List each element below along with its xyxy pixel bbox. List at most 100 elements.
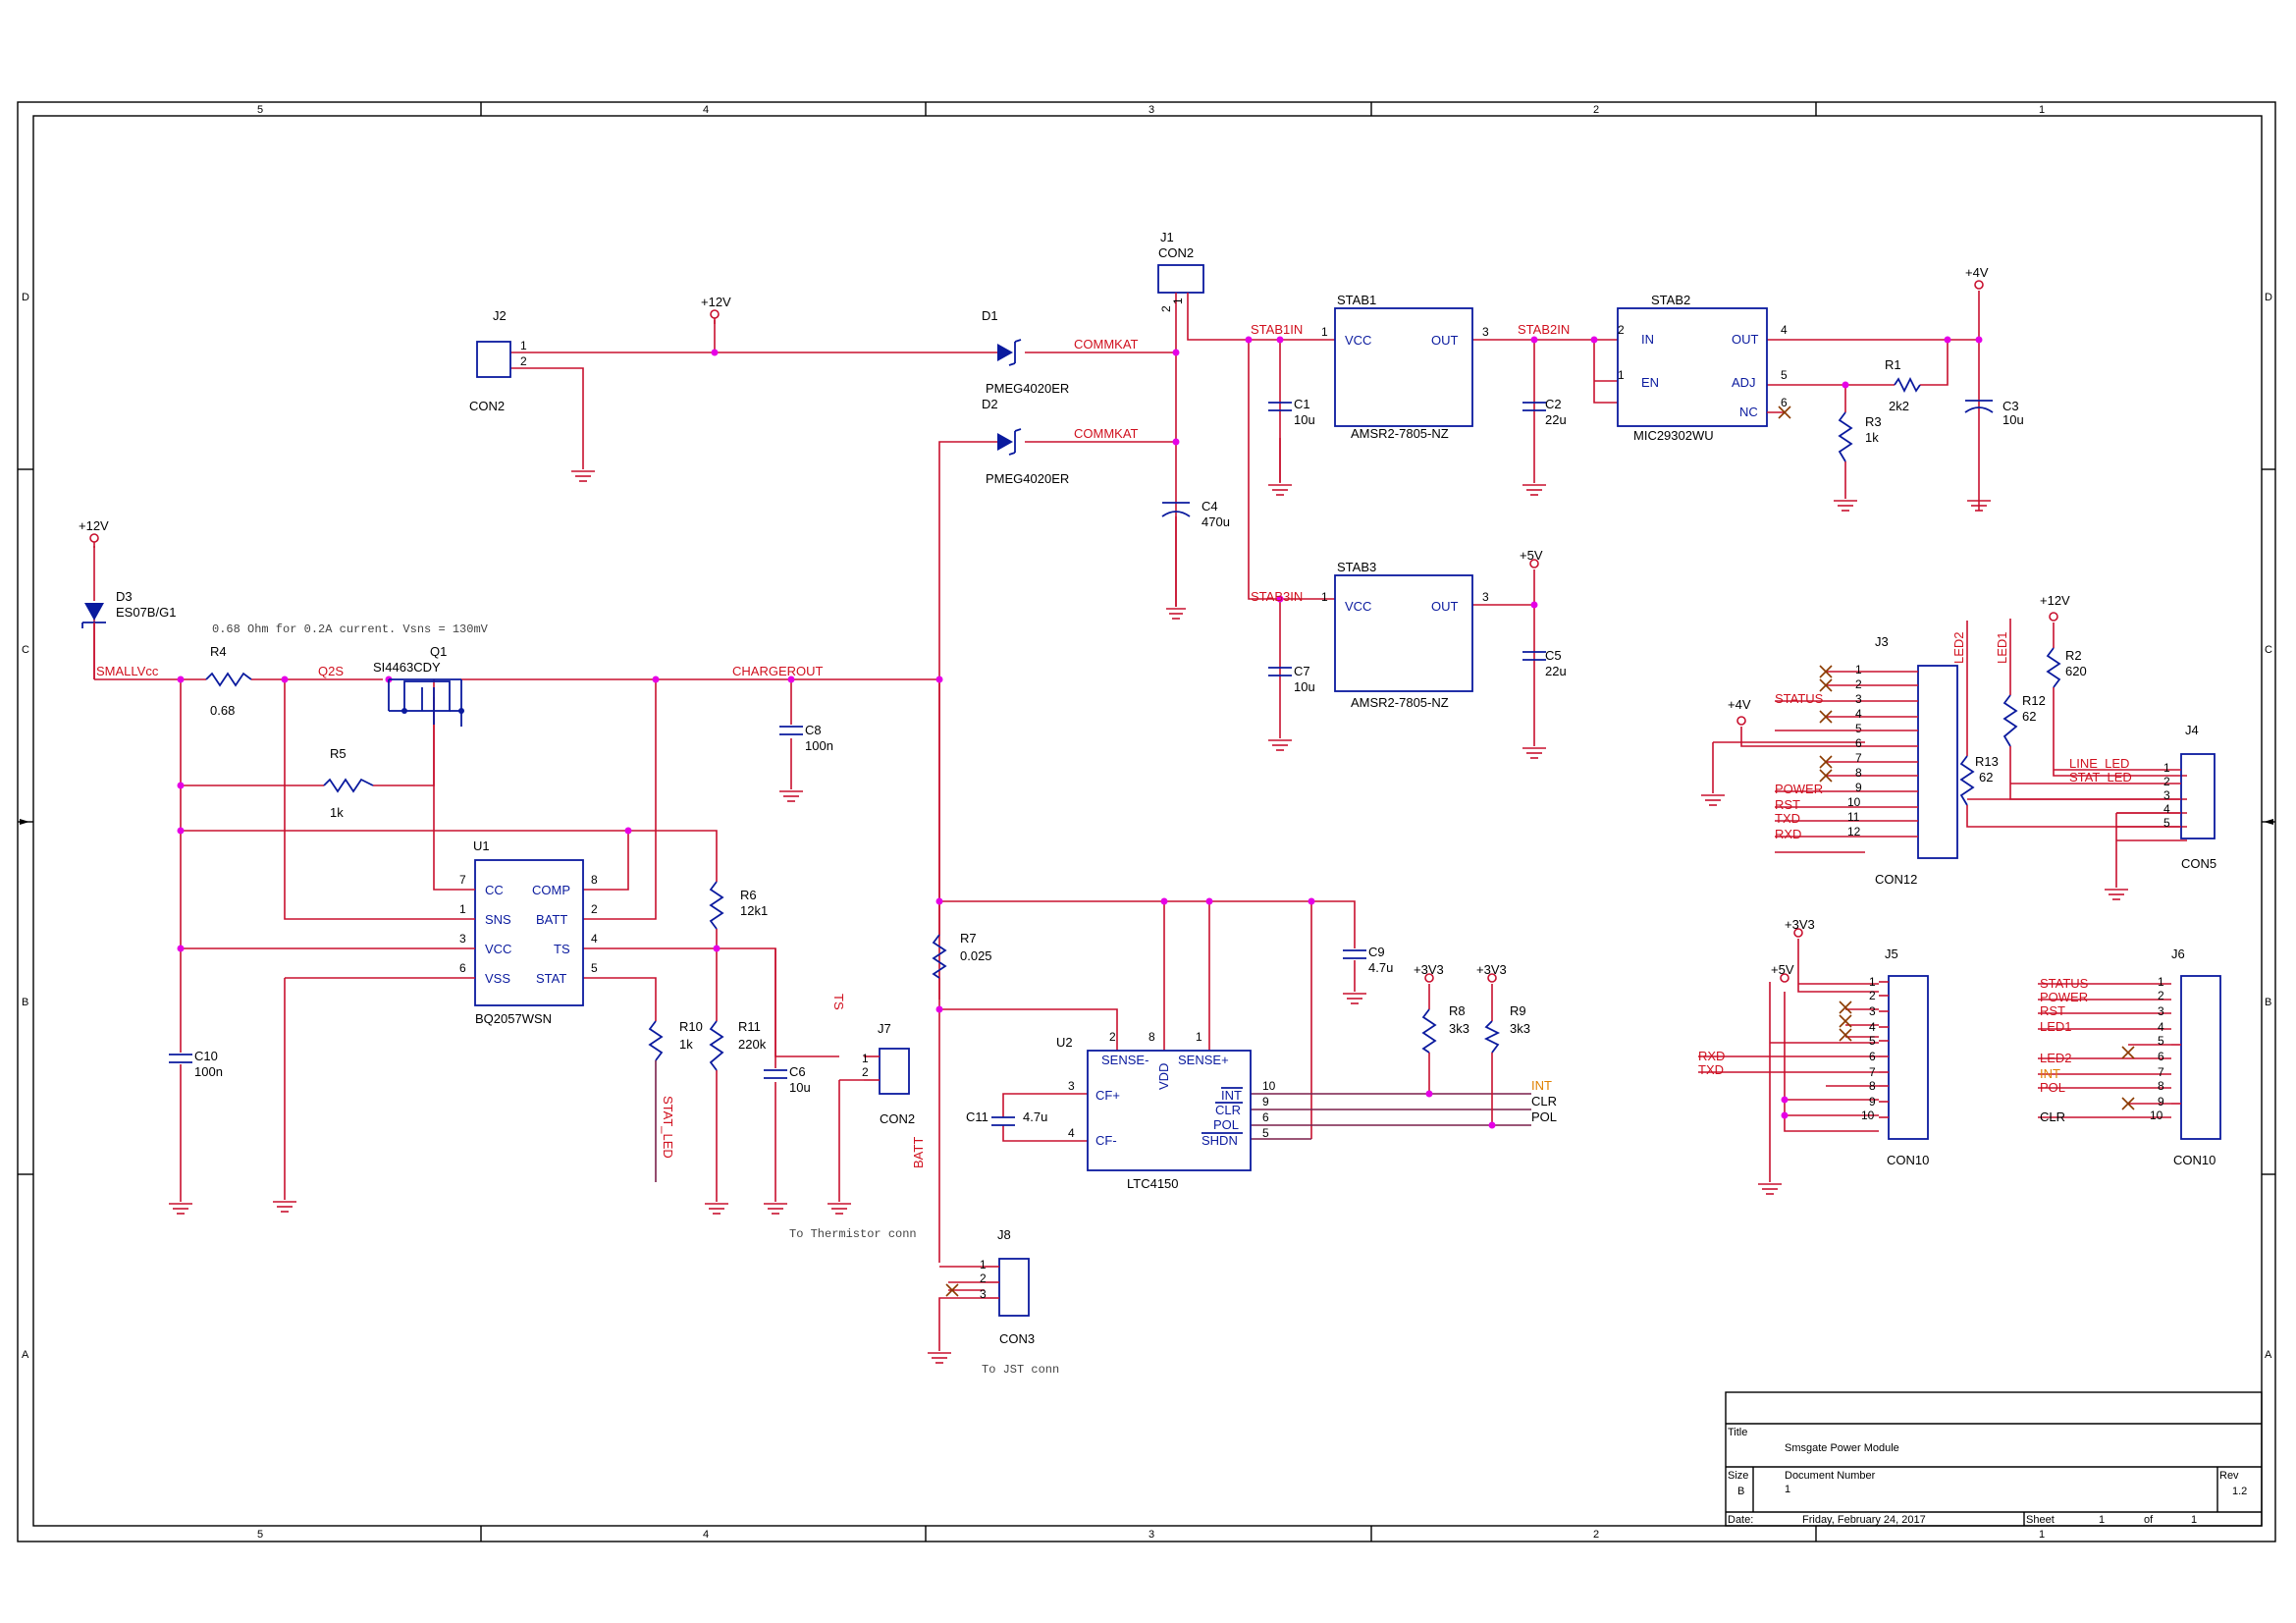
power-flag-12v: +12V (79, 518, 109, 548)
net-label: RXD (1698, 1049, 1725, 1063)
svg-text:4: 4 (1068, 1126, 1075, 1140)
svg-text:PMEG4020ER: PMEG4020ER (986, 471, 1069, 486)
svg-text:+12V: +12V (79, 518, 109, 533)
svg-text:+3V3: +3V3 (1476, 962, 1507, 977)
row-label: B (22, 997, 28, 1008)
sheet-label: Sheet (2026, 1514, 2055, 1526)
no-connect-marks (2121, 1046, 2135, 1110)
resistor-r3: R3 1k (1838, 411, 1882, 462)
svg-text:NC: NC (1739, 405, 1758, 419)
svg-text:1: 1 (459, 902, 466, 916)
svg-text:R10: R10 (679, 1019, 703, 1034)
power-flag-3v3: +3V3 (1785, 917, 1815, 938)
svg-text:7: 7 (2158, 1065, 2164, 1079)
svg-text:1: 1 (1618, 368, 1625, 382)
svg-text:3k3: 3k3 (1449, 1021, 1469, 1036)
diode-d3: D3 ES07B/G1 (81, 589, 176, 679)
svg-text:10: 10 (2150, 1109, 2163, 1122)
svg-text:0.025: 0.025 (960, 948, 992, 963)
svg-text:VSS: VSS (485, 971, 510, 986)
jst-note: To JST conn (982, 1363, 1059, 1377)
connector-j5: J5 CON10 1 2 3 4 5 6 7 8 9 10 RXD (1698, 947, 1929, 1167)
svg-text:VCC: VCC (1345, 599, 1371, 614)
svg-text:1: 1 (1855, 663, 1862, 676)
net-label: CLR (2040, 1109, 2065, 1124)
svg-text:CON2: CON2 (1158, 245, 1194, 260)
svg-text:10: 10 (1861, 1109, 1875, 1122)
svg-text:1: 1 (1196, 1030, 1202, 1044)
svg-text:10u: 10u (1294, 412, 1315, 427)
notes: 0.68 Ohm for 0.2A current. Vsns = 130mV … (212, 622, 1059, 1377)
svg-text:+3V3: +3V3 (1785, 917, 1815, 932)
resistor-r2: R2 620 (2046, 647, 2087, 688)
svg-text:6: 6 (459, 961, 466, 975)
document-title: Smsgate Power Module (1785, 1442, 1899, 1454)
no-connect-marks (1819, 665, 1833, 783)
svg-text:6: 6 (1869, 1050, 1876, 1063)
svg-text:12k1: 12k1 (740, 903, 768, 918)
net-label: COMMKAT (1074, 426, 1139, 441)
svg-text:C3: C3 (2002, 399, 2019, 413)
svg-text:7: 7 (1855, 751, 1862, 765)
svg-text:CLR: CLR (1215, 1103, 1241, 1117)
ground-icon (169, 1203, 192, 1215)
svg-text:STAB2: STAB2 (1651, 293, 1690, 307)
connector-j2: J2 CON2 1 2 (469, 308, 527, 413)
svg-text:STAB1: STAB1 (1337, 293, 1376, 307)
svg-text:100n: 100n (194, 1064, 223, 1079)
capacitor-c6: C6 10u (764, 1064, 811, 1095)
sheet-number: 1 (2099, 1514, 2105, 1526)
ground-icon (828, 1203, 851, 1215)
wires (93, 291, 2187, 1351)
svg-text:J5: J5 (1885, 947, 1898, 961)
ground-icon (2105, 889, 2128, 900)
capacitor-c3: C3 10u (1964, 399, 2024, 427)
rev-value: 1.2 (2232, 1486, 2247, 1497)
svg-text:CON2: CON2 (469, 399, 505, 413)
svg-text:+12V: +12V (2040, 593, 2070, 608)
resistor-r9: R9 3k3 (1483, 1003, 1530, 1054)
svg-text:C5: C5 (1545, 648, 1562, 663)
frame-column-labels: 5 4 3 2 1 5 4 3 2 1 (257, 104, 2045, 1541)
power-flag-5v: +5V (1771, 962, 1794, 983)
svg-text:2: 2 (591, 902, 598, 916)
svg-text:2: 2 (1855, 677, 1862, 691)
power-flag-4v: +4V (1965, 265, 1989, 290)
col-label: 2 (1593, 1529, 1599, 1541)
sheet-total: 1 (2191, 1514, 2197, 1526)
connector-j6: J6 CON10 1 2 3 4 5 6 7 8 9 10 STATUS POW… (2040, 947, 2221, 1167)
svg-text:J8: J8 (997, 1227, 1011, 1242)
svg-text:3: 3 (1855, 692, 1862, 706)
svg-text:R13: R13 (1975, 754, 1999, 769)
resistor-r1: R1 2k2 (1885, 357, 1921, 413)
svg-text:OUT: OUT (1431, 333, 1459, 348)
net-label: BATT (911, 1137, 926, 1168)
svg-text:CON12: CON12 (1875, 872, 1917, 887)
date-value: Friday, February 24, 2017 (1802, 1514, 1926, 1526)
ground-icon (1268, 739, 1292, 751)
of-label: of (2144, 1514, 2154, 1526)
svg-text:9: 9 (1262, 1095, 1269, 1109)
svg-text:TS: TS (554, 942, 570, 956)
svg-text:U2: U2 (1056, 1035, 1073, 1050)
power-flag-3v3: +3V3 (1476, 962, 1507, 983)
svg-text:6: 6 (1262, 1110, 1269, 1124)
svg-text:C9: C9 (1368, 945, 1385, 959)
svg-text:R3: R3 (1865, 414, 1882, 429)
net-label: STATUS (2040, 976, 2089, 991)
svg-text:R5: R5 (330, 746, 347, 761)
svg-text:EN: EN (1641, 375, 1659, 390)
svg-text:C11: C11 (966, 1109, 988, 1124)
row-label: B (2265, 997, 2271, 1008)
power-flag-4v: +4V (1728, 697, 1751, 726)
svg-text:5: 5 (1781, 368, 1788, 382)
ground-icon (928, 1352, 951, 1364)
svg-text:VCC: VCC (485, 942, 511, 956)
svg-text:1: 1 (1321, 590, 1328, 604)
svg-text:IN: IN (1641, 332, 1654, 347)
svg-text:2k2: 2k2 (1889, 399, 1909, 413)
col-label: 1 (2039, 104, 2045, 116)
svg-text:R11: R11 (738, 1019, 761, 1034)
svg-text:STAB3: STAB3 (1337, 560, 1376, 574)
j3-pin-numbers: 1 2 3 4 5 6 7 8 9 10 11 12 (1847, 663, 1862, 839)
